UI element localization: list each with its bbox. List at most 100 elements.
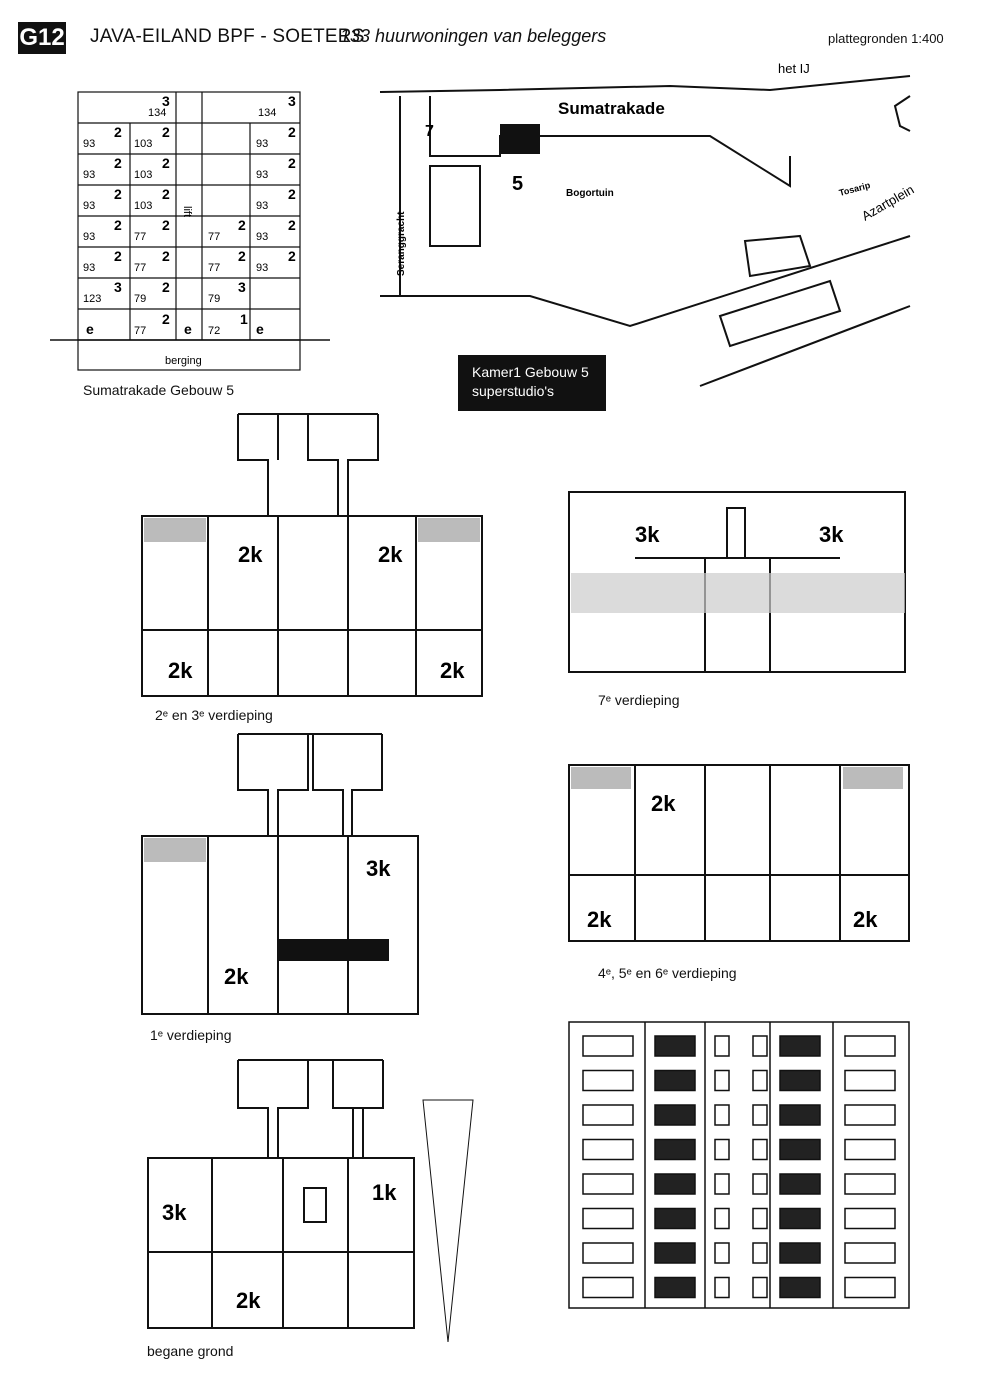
cell: 2 [114,186,122,202]
cell: 93 [83,262,95,274]
unit-3k: 3k [366,856,391,881]
facade-window [582,1207,634,1230]
cell: 93 [83,169,95,181]
cell: 79 [208,293,220,305]
cell: 72 [208,325,220,337]
unit-2k: 2k [853,907,878,932]
facade-window [779,1104,821,1126]
facade-window [844,1138,896,1161]
cell-134-left: 134 [148,107,166,119]
building-badge: Kamer1 Gebouw 5 superstudio's [458,355,606,411]
cell: 93 [256,231,268,243]
unit-2k: 2k [651,791,676,816]
cell-type: 3 [288,93,296,109]
cell-type: 3 [162,93,170,109]
caption-floor-4-6: 4ᵉ, 5ᵉ en 6ᵉ verdieping [598,965,737,981]
facade-window [779,1207,821,1230]
lift-label: lift [181,206,193,217]
facade-window [714,1138,730,1161]
unit-2k: 2k [238,542,263,567]
plan-floor-7: 3k 3k [568,491,906,673]
cell: 2 [162,217,170,233]
cell: 2 [114,124,122,140]
plan-floor-1: 3k 2k [141,733,419,1015]
facade-window [582,1276,634,1299]
cell: 2 [162,279,170,295]
badge-line-2: superstudio's [472,383,555,399]
cell: 3 [114,279,122,295]
cell: e [184,321,192,337]
cell: 2 [288,124,296,140]
unit-1k: 1k [372,1180,397,1205]
facade-window [752,1069,768,1092]
caption-floor-7: 7ᵉ verdieping [598,692,680,708]
canal-label: Seranggracht [396,211,407,276]
cell: 77 [134,231,146,243]
facade-window [844,1242,896,1264]
cell: 2 [114,155,122,171]
facade-window [582,1104,634,1126]
caption-floor-1: 1ᵉ verdieping [150,1027,232,1043]
storage-label: berging [165,355,202,367]
block-5-label: 5 [512,173,523,195]
cell: 77 [134,262,146,274]
facade-window [779,1035,821,1057]
cell: 2 [162,124,170,140]
facade-window [844,1207,896,1230]
facade-window [752,1035,768,1057]
cell: 103 [134,200,152,212]
unit-3k: 3k [819,522,844,547]
water-label: het IJ [778,61,810,76]
facade-window [654,1173,696,1195]
cell: 77 [134,325,146,337]
plan-floor-4-6: 2k 2k 2k [568,764,910,942]
garden-label: Bogortuin [566,188,614,199]
cell: 103 [134,169,152,181]
cell: 77 [208,231,220,243]
facade-elevation [568,1021,910,1309]
facade-window [654,1276,696,1299]
plan-ground: 3k 1k 2k [147,1059,474,1342]
facade-window [779,1173,821,1195]
cell: e [86,321,94,337]
badge-line-1: Kamer1 Gebouw 5 [472,364,589,380]
bridge-label: Tosarip [838,180,872,198]
cell: 2 [238,217,246,233]
facade-window [714,1173,730,1195]
facade-window [752,1173,768,1195]
cell: 2 [288,186,296,202]
facade-window [752,1138,768,1161]
cell: 2 [162,311,170,327]
plan-floor-2-3: 2k 2k 2k 2k [141,413,483,697]
facade-window [752,1207,768,1230]
facade-window [714,1207,730,1230]
facade-window [714,1276,730,1299]
cell: 93 [83,138,95,150]
sheet-code: G12 [18,22,66,54]
cell: 2 [162,186,170,202]
facade-window [844,1069,896,1092]
cell: 103 [134,138,152,150]
cell: 2 [288,217,296,233]
facade-window [654,1069,696,1092]
cell: 79 [134,293,146,305]
facade-window [779,1069,821,1092]
cell: 93 [83,200,95,212]
section-diagram: 134 3 134 3 93 2 103 2 93 2 93 2 103 2 9… [50,91,330,371]
facade-window [582,1069,634,1092]
cell: 93 [256,138,268,150]
cell: 93 [83,231,95,243]
unit-3k: 3k [162,1200,187,1225]
facade-window [582,1173,634,1195]
unit-3k: 3k [635,522,660,547]
cell: 123 [83,293,101,305]
street-label: Sumatrakade [558,99,665,118]
facade-window [752,1276,768,1299]
cell-134-right: 134 [258,107,276,119]
page-subtitle: 133 huurwoningen van beleggers [340,26,607,46]
caption-floor-2-3: 2ᵉ en 3ᵉ verdieping [155,707,273,723]
unit-2k: 2k [236,1288,261,1313]
cell: 2 [114,248,122,264]
cell: 2 [114,217,122,233]
scale-note: plattegronden 1:400 [828,31,944,46]
